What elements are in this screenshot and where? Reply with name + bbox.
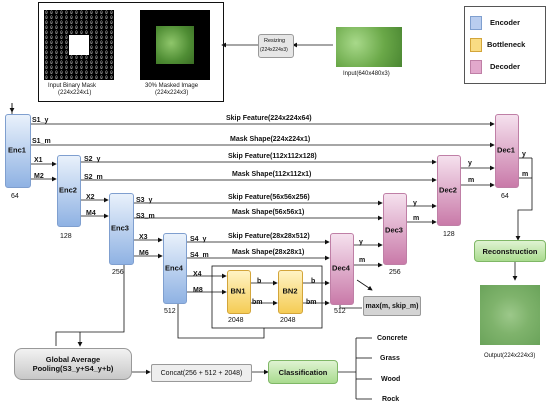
bn2-b-label: b [311, 278, 316, 285]
class-concrete: Concrete [377, 335, 408, 342]
dec3-channels: 256 [389, 269, 401, 276]
s2-m-label: S2_m [84, 174, 103, 181]
bn2-channels: 2048 [280, 317, 296, 324]
dec2-label: Dec2 [439, 185, 457, 195]
dec1-m-label: m [522, 171, 529, 178]
dec2-y-label: y [468, 160, 472, 167]
m6-label: M6 [139, 250, 149, 257]
enc3-channels: 256 [112, 269, 124, 276]
x1-label: X1 [34, 157, 43, 164]
dec3-m-label: m [413, 215, 420, 222]
bn2-block [278, 270, 303, 314]
legend-decoder-label: Decoder [490, 62, 521, 71]
enc4-block [163, 233, 187, 304]
s3-y-label: S3_y [136, 197, 153, 204]
dec3-block [383, 193, 407, 265]
x3-label: X3 [139, 234, 148, 241]
bn1-label: BN1 [230, 286, 246, 296]
dec4-m-label: m [359, 257, 366, 264]
dec1-channels: 64 [501, 193, 509, 200]
resizing-label: Resizing [264, 38, 286, 44]
s4-m-label: S4_m [190, 252, 209, 259]
bn1-b-label: b [257, 278, 262, 285]
dec4-block [330, 233, 354, 305]
enc1-block [5, 114, 31, 188]
dec4-label: Dec4 [332, 263, 350, 273]
enc2-block [57, 155, 81, 227]
input-frame [38, 2, 224, 102]
skip3-mask: Mask Shape(56x56x1) [232, 209, 305, 216]
s3-m-label: S3_m [136, 213, 155, 220]
skip4-mask: Mask Shape(28x28x1) [232, 249, 305, 256]
m4-label: M4 [86, 210, 96, 217]
legend-bottleneck-swatch [470, 38, 482, 52]
enc3-label: Enc3 [111, 223, 129, 233]
dec1-y-label: y [522, 151, 526, 158]
class-rock: Rock [382, 396, 400, 403]
mask-size: (224x224x1) [58, 90, 92, 96]
legend-encoder-swatch [470, 16, 482, 30]
class-wood: Wood [381, 376, 401, 383]
dec2-block [437, 155, 461, 226]
bn1-block [227, 270, 251, 314]
dec4-y-label: y [359, 239, 363, 246]
s4-y-label: S4_y [190, 236, 207, 243]
input-image [336, 27, 402, 67]
dec2-m-label: m [468, 177, 475, 184]
enc2-label: Enc2 [59, 185, 77, 195]
enc1-label: Enc1 [8, 145, 26, 155]
output-image [480, 285, 540, 345]
bn2-bm-label: bm [306, 299, 317, 306]
global-avg-pooling-box: Global Average Pooling(S3_y+S4_y+b) [14, 348, 132, 380]
legend [464, 6, 546, 84]
skip2-mask: Mask Shape(112x112x1) [232, 171, 312, 178]
input-label: Input(640x480x3) [343, 71, 390, 77]
legend-bottleneck-label: Bottleneck [487, 40, 526, 49]
skip3-feature: Skip Feature(56x56x256) [228, 194, 310, 201]
skip4-feature: Skip Feature(28x28x512) [228, 233, 310, 240]
enc1-channels: 64 [11, 193, 19, 200]
m8-label: M8 [193, 287, 203, 294]
reconstruction-box: Reconstruction [474, 240, 546, 262]
output-label: Output(224x224x3) [484, 353, 536, 359]
masked-image [140, 10, 210, 80]
skip1-feature: Skip Feature(224x224x64) [226, 115, 312, 122]
enc2-channels: 128 [60, 233, 72, 240]
bn1-bm-label: bm [252, 299, 263, 306]
masked-label: 30% Masked Image [145, 83, 199, 89]
masked-size: (224x224x3) [155, 90, 189, 96]
class-grass: Grass [380, 355, 400, 362]
max-box: max(m, skip_m) [363, 296, 421, 316]
x2-label: X2 [86, 194, 95, 201]
skip1-mask: Mask Shape(224x224x1) [230, 136, 311, 143]
bn1-channels: 2048 [228, 317, 244, 324]
dec2-channels: 128 [443, 231, 455, 238]
dec3-label: Dec3 [385, 225, 403, 235]
resizing-size: (224x224x3) [260, 47, 288, 53]
enc4-channels: 512 [164, 308, 176, 315]
bn2-label: BN2 [282, 286, 298, 296]
dec1-block [495, 114, 519, 188]
s1-m-label: S1_m [32, 138, 51, 145]
x4-label: X4 [193, 271, 202, 278]
enc3-block [109, 193, 134, 265]
dec3-y-label: y [413, 200, 417, 207]
resizing-box [258, 34, 294, 58]
concat-box: Concat(256 + 512 + 2048) [151, 364, 252, 382]
classification-box: Classification [268, 360, 338, 384]
mask-label: Input Binary Mask [48, 83, 97, 89]
legend-encoder-label: Encoder [490, 18, 521, 27]
legend-decoder-swatch [470, 60, 482, 74]
skip2-feature: Skip Feature(112x112x128) [228, 153, 317, 160]
m2-label: M2 [34, 173, 44, 180]
s1-y-label: S1_y [32, 117, 49, 124]
enc4-label: Enc4 [165, 263, 183, 273]
s2-y-label: S2_y [84, 156, 101, 163]
dec4-channels: 512 [334, 308, 346, 315]
dec1-label: Dec1 [497, 145, 515, 155]
